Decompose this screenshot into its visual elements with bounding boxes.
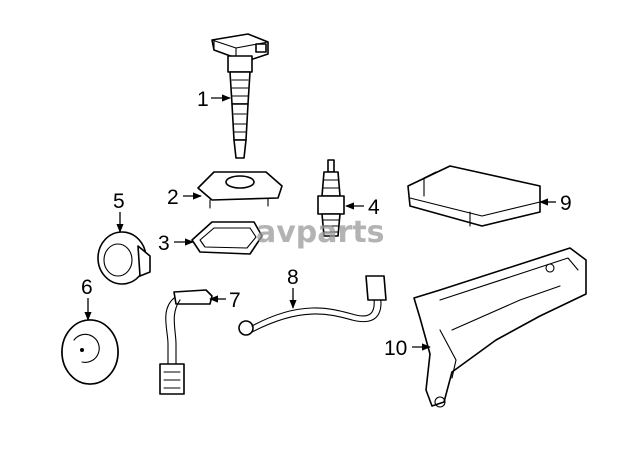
knock-sensor: [97, 231, 151, 285]
mounting-bracket: [413, 247, 587, 408]
callout-3: 3: [158, 232, 170, 255]
callout-labels: 1 2 3 4 5 6 7 8 9 10: [81, 88, 572, 360]
callout-10: 10: [384, 337, 407, 360]
coil-bracket: [197, 171, 283, 209]
round-sensor: [61, 319, 119, 385]
callout-leaders: [84, 94, 556, 351]
gasket: [191, 221, 263, 255]
callout-2: 2: [167, 186, 179, 209]
ignition-coil: [211, 33, 269, 159]
callout-5: 5: [113, 190, 125, 213]
callout-7: 7: [229, 289, 241, 312]
crankshaft-sensor: [159, 289, 213, 395]
spark-plug: [317, 159, 345, 237]
callout-4: 4: [368, 196, 380, 219]
callout-1: 1: [197, 88, 209, 111]
watermark-text: avparts: [256, 215, 385, 250]
control-module: [407, 165, 541, 227]
callout-6: 6: [81, 276, 93, 299]
callout-8: 8: [287, 266, 299, 289]
callout-9: 9: [560, 192, 572, 215]
sensor-harness: [238, 275, 387, 336]
